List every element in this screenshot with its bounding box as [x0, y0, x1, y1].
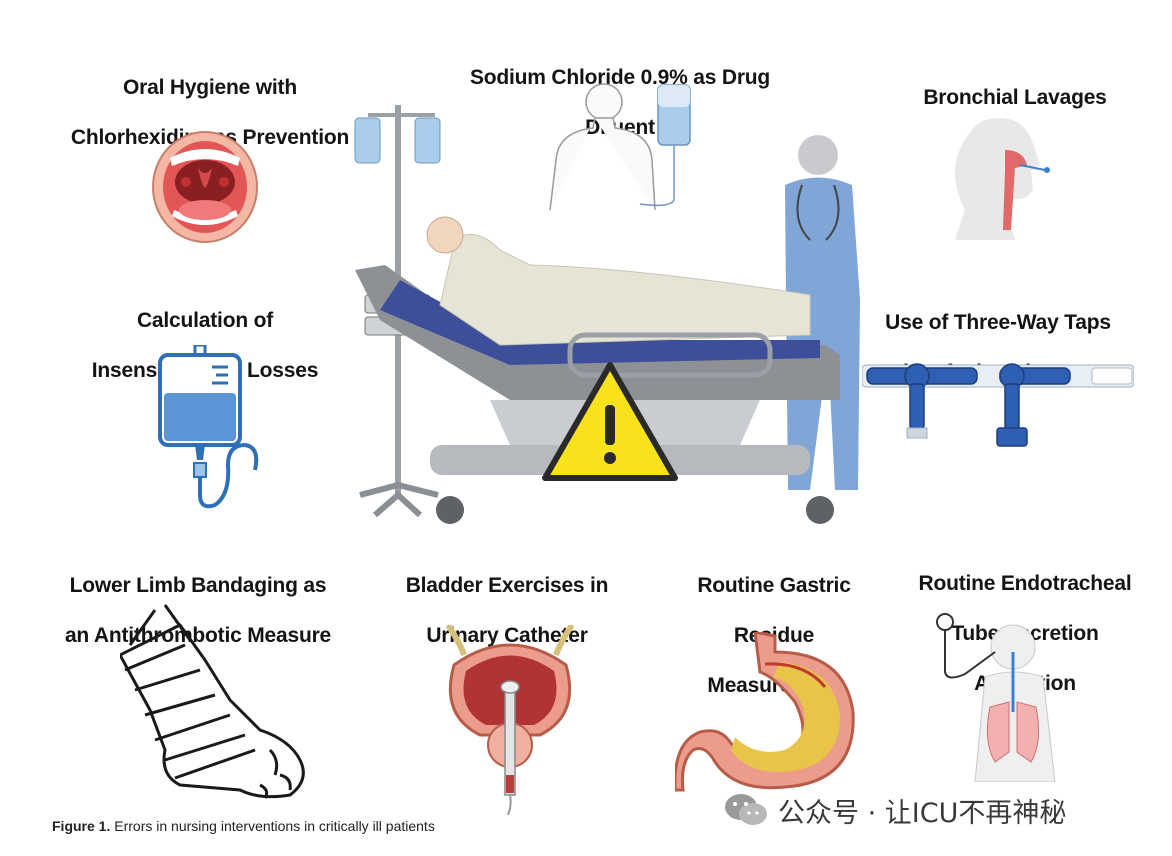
icu-bed-scene	[354, 105, 860, 524]
open-mouth-icon	[152, 131, 258, 243]
iv-bag-icon	[158, 345, 259, 509]
warning-icon	[542, 362, 678, 481]
wechat-watermark: 公众号 · 让ICU不再神秘	[724, 790, 1066, 830]
bladder-catheter-icon	[445, 625, 575, 815]
label-sodium-chloride: Sodium Chloride 0.9% as Drug Diluent	[469, 66, 771, 139]
stomach-icon	[675, 632, 855, 792]
patient-body-icon	[549, 83, 691, 211]
watermark-text: 公众号 · 让ICU不再神秘	[778, 797, 1067, 829]
wechat-logo-icon	[725, 794, 767, 825]
bandaged-foot-icon	[120, 604, 305, 799]
three-way-tap-icon	[862, 363, 1134, 447]
figure-caption-text: Errors in nursing interventions in criti…	[110, 818, 435, 834]
lungs-airway-icon	[936, 613, 1056, 782]
label-bronchial-lavages: Bronchial Lavages	[923, 86, 1107, 109]
figure-caption: Figure 1. Errors in nursing intervention…	[52, 818, 435, 834]
nurse-icon	[785, 135, 860, 490]
figure-number: Figure 1.	[52, 818, 111, 834]
head-airway-icon	[955, 118, 1050, 240]
